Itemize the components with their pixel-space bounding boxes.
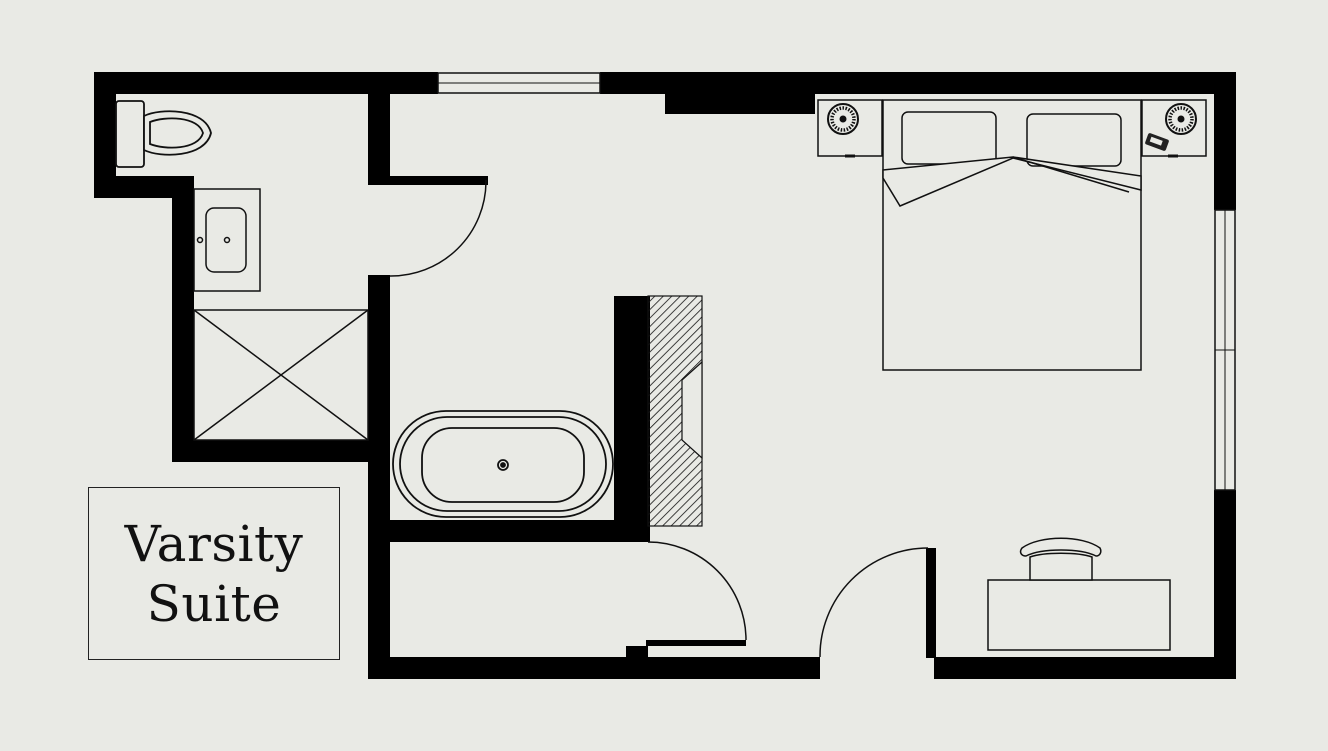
wall-partition-upper: [368, 92, 390, 178]
wall-top-thick: [665, 92, 815, 114]
wall-step: [94, 176, 194, 198]
wall-bottom-right: [934, 657, 1236, 679]
wall-fireplace: [614, 296, 650, 542]
desk-icon: [987, 579, 1171, 651]
sink-icon: [193, 188, 261, 292]
phone-icon: [1145, 133, 1169, 151]
wall-closet-stub: [626, 646, 648, 660]
wall-door-jamb: [926, 548, 936, 658]
bathtub-icon: [392, 410, 614, 518]
wall-top-right: [600, 72, 1236, 94]
walls: [94, 72, 1236, 679]
door-swing-icon: [389, 180, 929, 658]
wall-right-upper: [1214, 72, 1236, 210]
suite-title-line2: Suite: [146, 574, 282, 633]
wall-left-bath: [172, 176, 194, 462]
wall-left-toilet: [94, 72, 116, 198]
chair-icon: [1019, 537, 1102, 581]
suite-title: Varsity Suite: [125, 514, 304, 634]
title-box: Varsity Suite: [88, 487, 340, 660]
lamp-icon: [827, 103, 1197, 135]
wall-partition-lower: [368, 275, 390, 679]
window-icon: [437, 72, 1236, 491]
wall-tub-bottom: [388, 520, 650, 542]
bed-icon: [882, 99, 1142, 371]
pillow-icon: [901, 111, 1122, 167]
fireplace-icon: [647, 295, 703, 527]
wall-door-header: [368, 176, 488, 185]
wall-bath-bottom: [172, 440, 390, 462]
toilet-icon: [115, 100, 212, 168]
wall-right-lower: [1214, 490, 1236, 679]
wall-bottom-left: [368, 657, 820, 679]
suite-title-line1: Varsity: [124, 514, 304, 573]
shower-icon: [193, 309, 369, 441]
wall-closet-door-stop: [646, 640, 746, 646]
wall-top-left: [94, 72, 438, 94]
